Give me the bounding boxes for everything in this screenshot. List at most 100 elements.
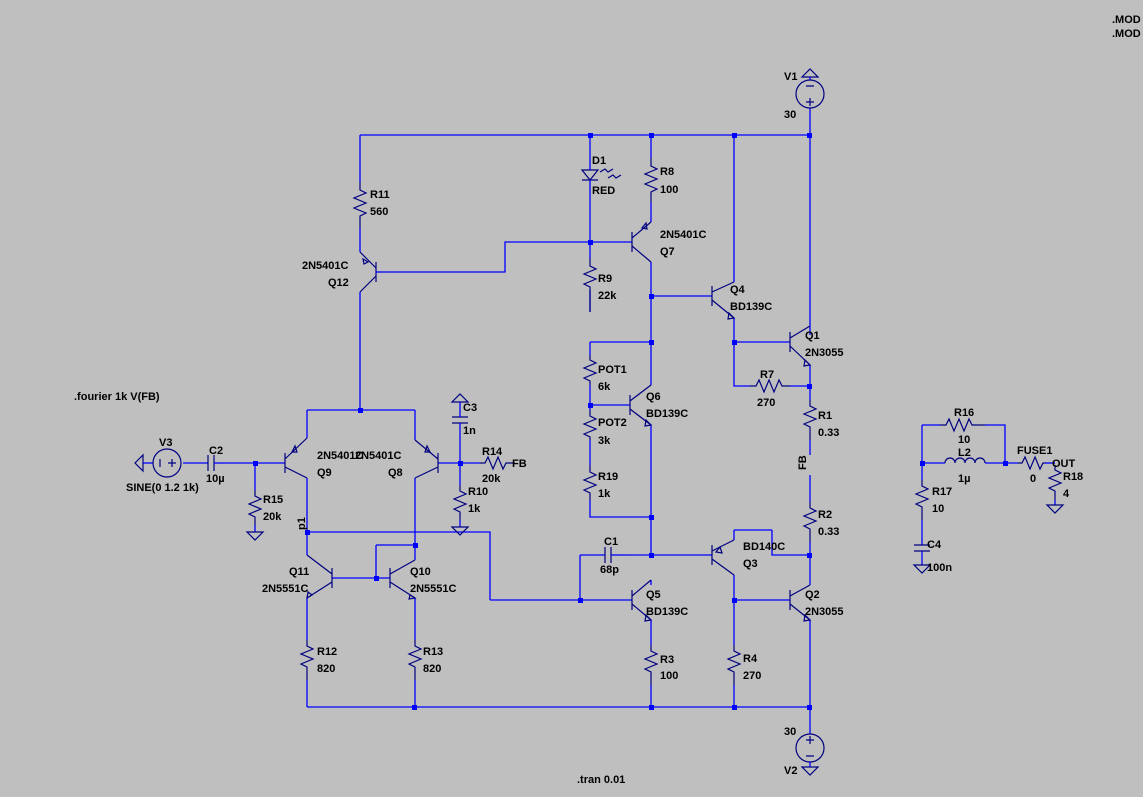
- directive-fourier: .fourier 1k V(FB): [74, 391, 160, 403]
- resistor-r8-symbol: [643, 158, 659, 202]
- resistor-r11-symbol: [352, 182, 368, 228]
- net-label-fb: FB: [512, 458, 527, 470]
- q6-model: BD139C: [646, 408, 688, 420]
- ground-icon: [450, 393, 470, 403]
- l2-value: 1µ: [958, 473, 970, 485]
- transistor-q11-symbol: [306, 554, 333, 600]
- v3-name: V3: [159, 437, 172, 449]
- resistor-r16-symbol: [940, 417, 985, 433]
- l2-name: L2: [958, 447, 971, 459]
- r8-value: 100: [660, 184, 678, 196]
- r11-name: R11: [370, 189, 390, 201]
- resistor-r9-symbol: [582, 258, 598, 312]
- directive-model-2: .MOD: [1112, 28, 1141, 40]
- pot1-value: 6k: [598, 381, 611, 393]
- q8-model: 2N5401C: [355, 450, 402, 462]
- v3-value: SINE(0 1.2 1k): [126, 482, 199, 494]
- directive-tran: .tran 0.01: [577, 774, 625, 786]
- q2-name: Q2: [805, 589, 820, 601]
- ground-icon: [800, 766, 820, 776]
- ground-icon: [134, 453, 144, 473]
- q12-model: 2N5401C: [302, 260, 349, 272]
- r10-name: R10: [468, 486, 488, 498]
- net-label-fb-vertical: FB: [797, 455, 809, 470]
- r1-value: 0.33: [818, 427, 839, 439]
- transistor-q8-symbol: [414, 439, 439, 479]
- r19-name: R19: [598, 471, 618, 483]
- r2-name: R2: [818, 509, 832, 521]
- q8-name: Q8: [388, 467, 403, 479]
- r12-value: 820: [317, 663, 335, 675]
- inductor-l2-symbol: [944, 457, 986, 464]
- c2-value: 10µ: [206, 473, 225, 485]
- resistor-r17-symbol: [914, 480, 930, 520]
- c2-name: C2: [209, 445, 223, 457]
- q2-model: 2N3055: [805, 606, 844, 618]
- capacitor-symbols: [207, 416, 930, 563]
- resistor-r12-symbol: [299, 640, 315, 680]
- c4-name: C4: [927, 539, 942, 551]
- r13-name: R13: [423, 646, 443, 658]
- r15-name: R15: [263, 494, 283, 506]
- r18-value: 4: [1063, 488, 1070, 500]
- capacitor-c2-symbol: [207, 455, 215, 471]
- q3-model: BD140C: [743, 541, 785, 553]
- q4-model: BD139C: [730, 301, 772, 313]
- v1-name: V1: [784, 71, 797, 83]
- fuse-symbol: [1018, 455, 1045, 471]
- r15-value: 20k: [263, 511, 282, 523]
- q7-name: Q7: [660, 246, 675, 258]
- r16-name: R16: [954, 407, 974, 419]
- wires: [183, 108, 1056, 740]
- transistor-q10-symbol: [389, 545, 417, 600]
- pot2-name: POT2: [598, 417, 627, 429]
- pot2-value: 3k: [598, 435, 611, 447]
- r9-name: R9: [598, 273, 612, 285]
- v2-value: 30: [784, 726, 796, 738]
- r18-name: R18: [1063, 471, 1083, 483]
- q5-name: Q5: [646, 589, 661, 601]
- q10-name: Q10: [410, 566, 431, 578]
- capacitor-c3-symbol: [452, 416, 468, 424]
- resistor-r4-symbol: [726, 645, 742, 685]
- ground-icon: [245, 531, 265, 541]
- ground-icon: [912, 564, 932, 574]
- q11-name: Q11: [289, 566, 309, 578]
- transistor-q12-symbol: [359, 251, 385, 293]
- voltage-source-v3-symbol: [143, 448, 182, 478]
- r12-name: R12: [317, 646, 337, 658]
- r14-value: 20k: [482, 473, 501, 485]
- resistor-r10-symbol: [452, 485, 468, 520]
- r7-name: R7: [760, 369, 774, 381]
- q9-model: 2N5401C: [317, 450, 364, 462]
- transistor-q1-symbol: [789, 325, 812, 367]
- c1-name: C1: [604, 536, 618, 548]
- r3-name: R3: [660, 654, 674, 666]
- q3-name: Q3: [743, 558, 758, 570]
- q10-model: 2N5551C: [410, 583, 457, 595]
- q12-name: Q12: [328, 277, 349, 289]
- q1-name: Q1: [805, 330, 820, 342]
- r8-name: R8: [660, 166, 674, 178]
- q7-model: 2N5401C: [660, 229, 707, 241]
- net-label-p1: p1: [296, 517, 308, 530]
- transistor-q3-symbol: [711, 529, 772, 576]
- directive-model-1: .MOD: [1112, 14, 1141, 26]
- r13-value: 820: [423, 663, 441, 675]
- resistor-r1-symbol: [802, 400, 818, 440]
- r7-value: 270: [757, 397, 775, 409]
- r16-value: 10: [958, 434, 970, 446]
- ground-icon: [450, 526, 470, 536]
- resistor-r15-symbol: [247, 490, 263, 525]
- resistor-r19-symbol: [582, 465, 598, 500]
- r4-value: 270: [743, 670, 761, 682]
- resistor-pot2-symbol: [582, 410, 598, 440]
- resistor-r2-symbol: [802, 502, 818, 542]
- fuse1-value: 0: [1030, 473, 1036, 485]
- voltage-source-v2-symbol: [795, 733, 825, 767]
- r19-value: 1k: [598, 488, 611, 500]
- c4-value: 100n: [927, 562, 952, 574]
- ground-icon: [1045, 504, 1065, 514]
- q4-name: Q4: [730, 284, 746, 296]
- labels: .MOD .MOD .fourier 1k V(FB) .tran 0.01 V…: [74, 14, 1141, 786]
